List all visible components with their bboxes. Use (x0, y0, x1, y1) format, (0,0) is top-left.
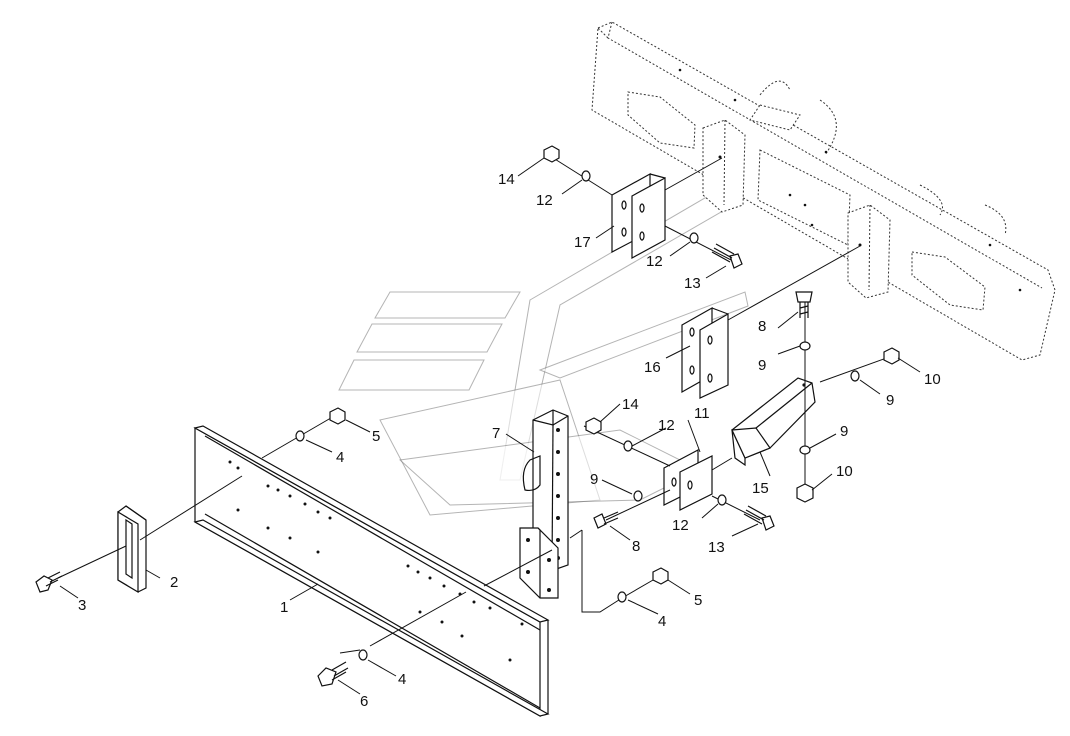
callout-14-a: 14 (498, 171, 515, 188)
vehicle-frame-crossmember (591, 21, 1056, 361)
callout-labels: 1 2 3 4 4 4 5 5 6 7 8 8 9 9 9 9 10 10 11… (78, 171, 941, 710)
assembly-lines (57, 155, 893, 654)
bolt-8-bottom (593, 511, 619, 529)
nut-5-right (652, 567, 669, 585)
nut-14-mid (585, 417, 602, 435)
callout-6: 6 (360, 693, 368, 710)
callout-9-a: 9 (758, 357, 766, 374)
main-beam-1 (193, 425, 550, 718)
bracket-16 (681, 306, 729, 399)
washer-12-a (581, 170, 591, 182)
bolt-13-bottom (743, 505, 775, 531)
nut-5-upper (329, 407, 346, 425)
callout-12-b: 12 (646, 253, 663, 270)
callout-8-bottom: 8 (632, 538, 640, 555)
callout-7: 7 (492, 425, 500, 442)
washer-12-d (717, 494, 727, 506)
callout-10-b: 10 (836, 463, 853, 480)
callout-14-b: 14 (622, 396, 639, 413)
callout-1: 1 (280, 599, 288, 616)
bracket-17 (611, 172, 666, 260)
callout-11: 11 (694, 405, 710, 422)
bolt-8-top (795, 291, 813, 318)
callout-3: 3 (78, 597, 86, 614)
washer-9-c (799, 445, 811, 455)
callout-12-a: 12 (536, 192, 553, 209)
washer-12-b (689, 232, 699, 244)
rubber-pad-2 (117, 505, 147, 594)
callout-5-right: 5 (694, 592, 702, 609)
washer-4-right (617, 591, 627, 603)
nut-10-a (883, 347, 900, 365)
callout-10-a: 10 (924, 371, 941, 388)
callout-4-right: 4 (658, 613, 666, 630)
callout-12-c: 12 (658, 417, 675, 434)
washer-4-upper (295, 430, 305, 442)
callout-9-c: 9 (886, 392, 894, 409)
callout-9-d: 9 (840, 423, 848, 440)
callout-9-b: 9 (590, 471, 598, 488)
bolt-13-top (711, 243, 743, 269)
washer-9-d (633, 490, 643, 502)
support-15 (731, 377, 816, 467)
washer-12-c (623, 440, 633, 452)
callout-5-upper: 5 (372, 428, 380, 445)
callout-2: 2 (170, 574, 178, 591)
washer-4-lower (358, 649, 368, 661)
callout-17: 17 (574, 234, 591, 251)
bolt-6 (317, 661, 349, 687)
post-7 (519, 409, 569, 599)
nut-14-top (543, 145, 560, 163)
callout-12-d: 12 (672, 517, 689, 534)
callout-13-b: 13 (708, 539, 725, 556)
nut-10-b (796, 483, 814, 503)
callout-13-a: 13 (684, 275, 701, 292)
bracket-11 (663, 449, 713, 511)
bolt-3 (35, 571, 63, 593)
fasteners (35, 145, 900, 687)
callout-leaders (59, 157, 921, 695)
callout-8-top: 8 (758, 318, 766, 335)
callout-15: 15 (752, 480, 769, 497)
washer-9-b (850, 370, 860, 382)
callout-16: 16 (644, 359, 661, 376)
callout-4-upper: 4 (336, 449, 344, 466)
washer-9-a (799, 341, 811, 351)
callout-4-lower: 4 (398, 671, 406, 688)
